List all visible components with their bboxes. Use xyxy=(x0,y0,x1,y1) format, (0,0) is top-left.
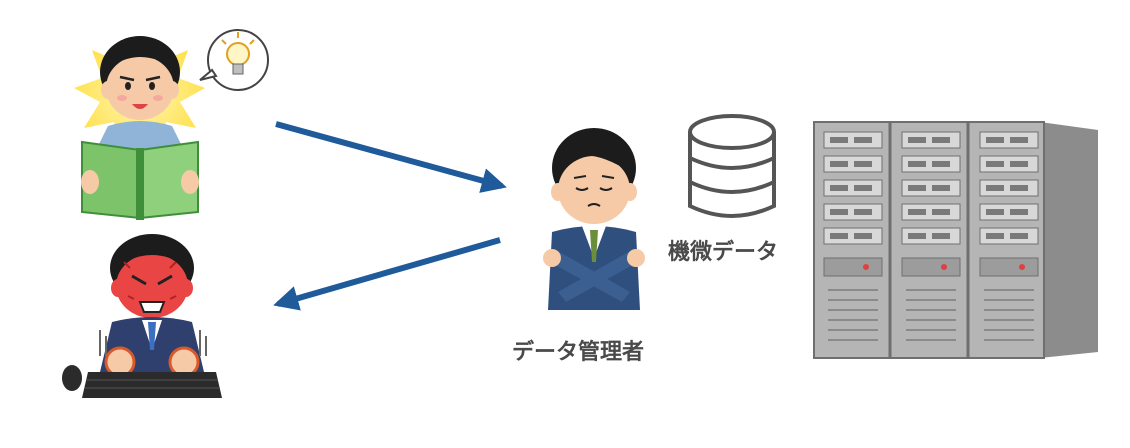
drive-bay xyxy=(901,155,961,173)
drive-slot xyxy=(830,161,848,167)
drive-slot xyxy=(908,137,926,143)
control-panel xyxy=(823,257,883,277)
frustrated-user-figure xyxy=(62,234,222,398)
status-led xyxy=(863,264,869,270)
drive-slot xyxy=(932,233,950,239)
arrow-request xyxy=(275,121,507,193)
lightbulb-bubble-icon xyxy=(199,29,269,91)
sensitive-data-label: 機微データ xyxy=(668,240,779,265)
drive-bay xyxy=(901,227,961,245)
drive-bay xyxy=(901,203,961,221)
drive-slot xyxy=(986,185,1004,191)
drive-slot xyxy=(830,137,848,143)
arrow-refusal xyxy=(273,237,501,311)
server-rack-icon xyxy=(813,121,1098,359)
drive-slot xyxy=(986,233,1004,239)
server-units xyxy=(823,131,1039,341)
drive-slot xyxy=(830,209,848,215)
drive-slot xyxy=(908,209,926,215)
drive-slot xyxy=(932,185,950,191)
drive-slot xyxy=(908,161,926,167)
drive-bay xyxy=(901,179,961,197)
drive-slot xyxy=(854,137,872,143)
database-cylinder-icon xyxy=(688,114,776,218)
drive-slot xyxy=(830,233,848,239)
status-led xyxy=(1019,264,1025,270)
drive-bay xyxy=(823,131,883,149)
drive-slot xyxy=(854,185,872,191)
drive-slot xyxy=(932,137,950,143)
drive-slot xyxy=(1010,185,1028,191)
mouse-icon xyxy=(62,365,82,391)
data-admin-figure xyxy=(543,128,645,310)
drive-bay xyxy=(979,227,1039,245)
drive-slot xyxy=(932,161,950,167)
data-admin-label: データ管理者 xyxy=(512,340,645,365)
drive-bay xyxy=(901,131,961,149)
drive-slot xyxy=(986,137,1004,143)
control-panel xyxy=(901,257,961,277)
drive-bay xyxy=(979,203,1039,221)
drive-slot xyxy=(908,185,926,191)
drive-slot xyxy=(1010,233,1028,239)
drive-slot xyxy=(1010,161,1028,167)
drive-bay xyxy=(823,203,883,221)
drive-bay xyxy=(823,155,883,173)
drive-slot xyxy=(908,233,926,239)
drive-slot xyxy=(854,209,872,215)
drive-bay xyxy=(979,131,1039,149)
drive-slot xyxy=(986,161,1004,167)
drive-slot xyxy=(932,209,950,215)
drive-slot xyxy=(854,233,872,239)
drive-bay xyxy=(823,227,883,245)
drive-slot xyxy=(830,185,848,191)
researcher-figure xyxy=(74,29,269,220)
drive-slot xyxy=(986,209,1004,215)
drive-bay xyxy=(979,179,1039,197)
keyboard-icon xyxy=(82,372,222,398)
status-led xyxy=(941,264,947,270)
drive-bay xyxy=(823,179,883,197)
control-panel xyxy=(979,257,1039,277)
drive-slot xyxy=(854,161,872,167)
drive-slot xyxy=(1010,209,1028,215)
drive-bay xyxy=(979,155,1039,173)
drive-slot xyxy=(1010,137,1028,143)
